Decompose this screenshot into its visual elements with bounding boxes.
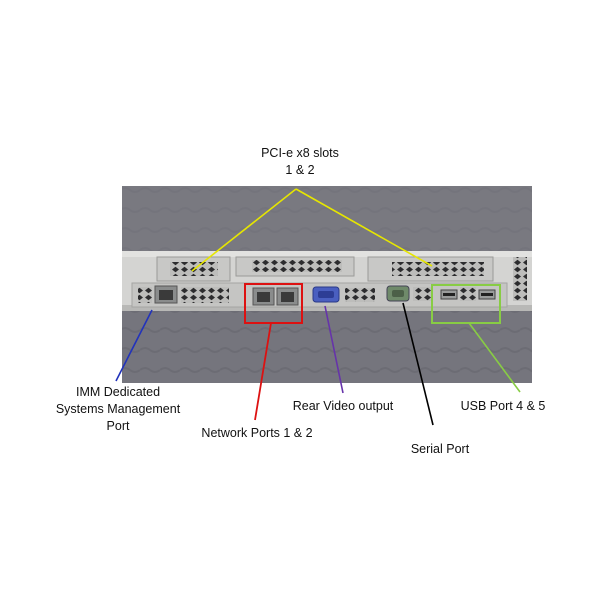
network-pointer-line	[254, 322, 272, 421]
serial-pointer-line	[402, 302, 434, 426]
video-output-label: Rear Video output	[292, 399, 394, 413]
network-ports-highlight	[244, 283, 303, 324]
network-ports-label: Network Ports 1 & 2	[201, 426, 313, 440]
usb-ports-label: USB Port 4 & 5	[460, 399, 546, 413]
pci-slots-title: PCI-e x8 slots 1 & 2	[235, 145, 365, 179]
imm-pointer-line	[115, 309, 153, 382]
pci-slots-title-line2: 1 & 2	[285, 163, 315, 177]
usb-ports-highlight	[431, 284, 501, 324]
imm-label-line3: Port	[106, 419, 130, 433]
server-chassis	[122, 251, 532, 311]
pci-slots-title-line1: PCI-e x8 slots	[261, 146, 339, 160]
pci-pointer-line-2	[295, 188, 433, 267]
imm-port-label: IMM Dedicated Systems Management Port	[48, 384, 188, 435]
imm-label-line1: IMM Dedicated	[75, 385, 161, 399]
video-pointer-line	[324, 305, 344, 394]
pci-pointer-line-1	[191, 188, 297, 272]
usb-pointer-line	[468, 322, 521, 393]
imm-label-line2: Systems Management	[55, 402, 181, 416]
serial-port-label: Serial Port	[410, 442, 470, 456]
